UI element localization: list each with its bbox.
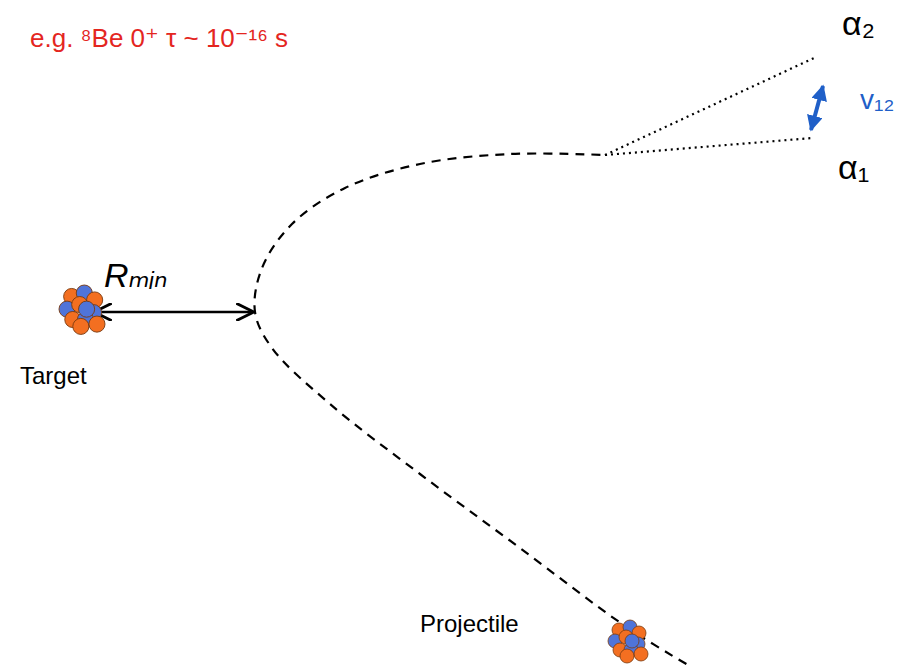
note-text: e.g. ⁸Be 0⁺ τ ~ 10⁻¹⁶ s bbox=[30, 24, 288, 54]
alpha-track bbox=[605, 138, 812, 155]
projectile-trajectory bbox=[254, 153, 700, 665]
projectile-label: Projectile bbox=[420, 610, 519, 638]
nucleon bbox=[620, 649, 634, 663]
velocity-arrow bbox=[811, 86, 823, 130]
target-nucleus bbox=[59, 285, 105, 334]
nucleon bbox=[634, 647, 648, 661]
distance-label: Rₘᵢₙ bbox=[104, 256, 168, 295]
target-label: Target bbox=[20, 362, 87, 390]
alpha-track bbox=[605, 58, 814, 155]
projectile-nucleus bbox=[608, 620, 648, 663]
nucleon bbox=[73, 318, 89, 334]
nucleon bbox=[79, 301, 95, 317]
nucleon bbox=[89, 316, 105, 332]
velocity-label: v₁₂ bbox=[860, 84, 894, 116]
distance-arrow bbox=[96, 311, 252, 314]
particle-label: α₁ bbox=[838, 148, 869, 187]
particle-label: α₂ bbox=[842, 4, 875, 43]
nucleon bbox=[625, 634, 639, 648]
